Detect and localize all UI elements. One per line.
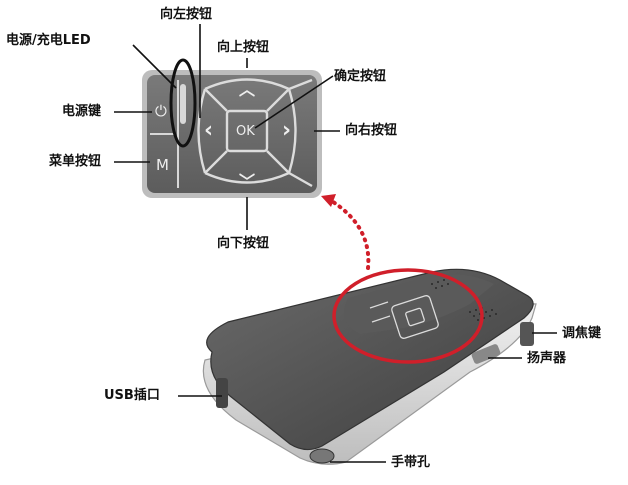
down-chevron-icon: ﹀ — [239, 172, 256, 191]
label-right-button: 向右按钮 — [345, 123, 398, 138]
label-left-button: 向左按钮 — [160, 7, 213, 22]
control-panel — [142, 58, 322, 198]
speaker-slot — [471, 344, 501, 364]
label-power-led: 电源/充电LED — [6, 33, 91, 48]
led-slot — [180, 84, 186, 124]
ok-key-outline — [225, 109, 269, 153]
label-power-key: 电源键 — [62, 104, 102, 119]
zoom-arrow — [328, 198, 371, 270]
label-up-button: 向上按钮 — [217, 40, 270, 55]
label-focus-key: 调焦键 — [562, 326, 602, 341]
usb-port-slot — [216, 378, 228, 408]
label-down-button: 向下按钮 — [217, 236, 270, 251]
ok-key: OK — [236, 124, 255, 139]
zoom-arrowhead — [321, 194, 336, 207]
dpad-outline — [197, 78, 313, 188]
device-highlight-ring — [332, 268, 484, 364]
label-strap-hole: 手带孔 — [391, 455, 431, 470]
right-chevron-icon: › — [282, 118, 292, 143]
up-chevron-icon: ︿ — [239, 80, 256, 99]
focus-key-slot — [520, 322, 534, 346]
label-speaker: 扬声器 — [527, 351, 567, 366]
strap-hole-slot — [309, 448, 335, 464]
label-menu-button: 菜单按钮 — [49, 154, 102, 169]
panel-leaders — [114, 24, 340, 230]
left-chevron-icon: ‹ — [204, 118, 214, 143]
label-usb-port: USB插口 — [104, 388, 160, 403]
mini-dpad — [369, 295, 439, 339]
menu-key: M — [156, 156, 169, 174]
power-icon: ⏻ — [155, 102, 167, 120]
camcorder-device — [202, 268, 537, 465]
device-top — [206, 268, 534, 451]
device-leaders — [178, 332, 557, 463]
led-highlight-ring — [169, 58, 197, 148]
label-ok-button: 确定按钮 — [334, 69, 387, 84]
